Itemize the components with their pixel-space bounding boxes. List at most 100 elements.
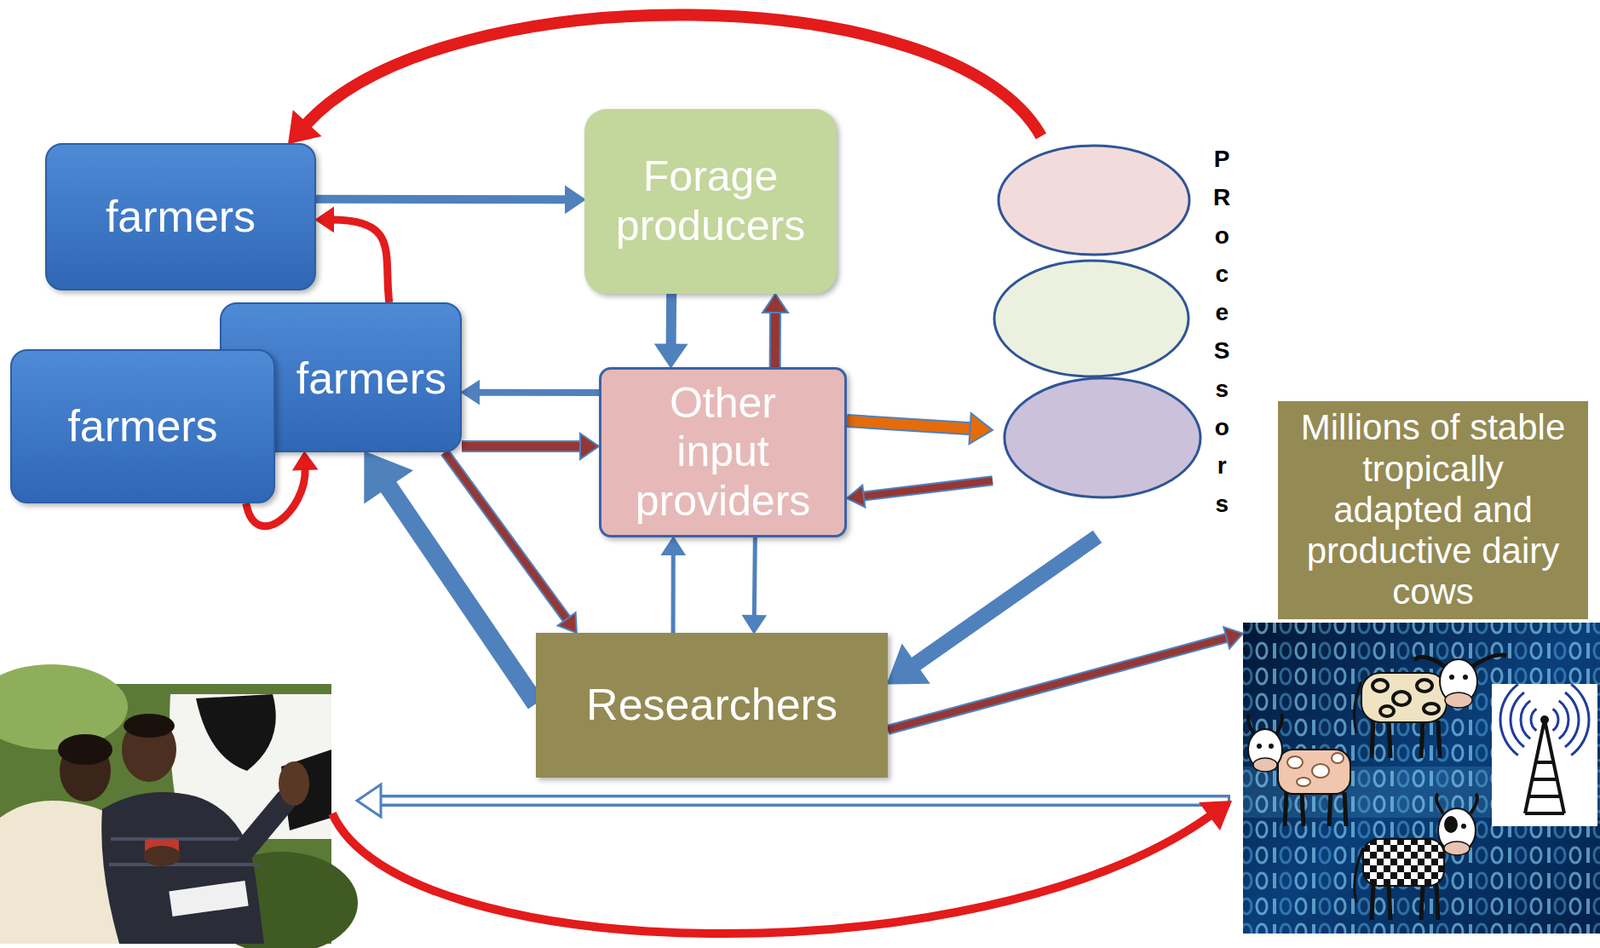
connector: [316, 207, 390, 303]
cow-eye: [1461, 823, 1467, 829]
farmer-box: farmers: [10, 349, 276, 504]
connector-line: [753, 537, 755, 617]
processor-ellipse: [1004, 378, 1201, 498]
cow-muzzle: [1253, 758, 1278, 772]
connector-edge: [846, 420, 972, 429]
cartoon-cow: [1354, 794, 1478, 921]
panel-ground: [1243, 622, 1600, 934]
cow-spot: [1380, 706, 1394, 717]
connector-line: [887, 638, 1228, 731]
input-box: Other input providers: [598, 367, 847, 538]
cow-tail: [1354, 681, 1362, 733]
cow-spot: [1416, 679, 1433, 692]
connector: [461, 433, 599, 460]
foliage: [0, 664, 128, 750]
farmer-box: farmers: [45, 143, 317, 291]
cow-body: [1277, 749, 1351, 795]
node-text: farmers: [296, 353, 447, 405]
processor-ellipse: [994, 260, 1189, 377]
cow-eye: [1256, 743, 1262, 749]
arrow-head: [969, 413, 993, 444]
connector: [846, 413, 993, 444]
cow-eye: [1449, 674, 1455, 680]
connector-edge: [461, 440, 582, 453]
connector: [742, 537, 766, 634]
cartoon-cow: [1248, 713, 1351, 827]
caption-band: Millions of stable tropically adapted an…: [1277, 401, 1589, 620]
connector-line: [915, 536, 1098, 665]
person-arm: [242, 800, 286, 852]
arrow-head: [1198, 800, 1232, 831]
person-hand: [278, 761, 310, 806]
arrow-head: [293, 452, 317, 470]
arrow-head: [656, 344, 687, 368]
arrow-shaft: [379, 794, 1231, 807]
connector-line: [666, 293, 678, 346]
cow-legs: [1371, 720, 1440, 759]
forage-box: Forage producers: [584, 109, 837, 294]
connector: [887, 536, 1098, 685]
connector-line: [387, 485, 536, 704]
antenna-tip: [1540, 715, 1549, 725]
arrow-head: [661, 537, 685, 555]
connector-line: [461, 442, 582, 451]
cow-body: [1361, 673, 1447, 723]
researcher-box: Researchers: [535, 633, 888, 778]
processor-ellipse: [998, 145, 1190, 255]
cow-legs: [1371, 884, 1439, 921]
connector-line: [477, 389, 599, 397]
arrow-head: [580, 433, 599, 460]
cow-eye: [1268, 743, 1274, 749]
digital-cow-panel: [1243, 622, 1600, 934]
node-text: Researchers: [586, 679, 838, 731]
connector-line: [332, 219, 390, 303]
farmer-photo: [0, 664, 358, 948]
arrow-head: [288, 111, 320, 144]
cow-spot: [1372, 679, 1388, 692]
cow-spots: [1287, 753, 1344, 787]
arrow-head: [558, 612, 577, 634]
cow-panel: Millions of stable tropically adapted an…: [1243, 391, 1600, 934]
arrow-head: [565, 186, 585, 213]
person-hair: [57, 734, 113, 766]
person-hand: [143, 846, 181, 867]
cow-spot: [1296, 777, 1311, 787]
node-text: Other input providers: [625, 379, 822, 527]
cow-patch: [1444, 816, 1458, 834]
connector-edge: [863, 480, 993, 497]
node-text: farmers: [105, 191, 256, 243]
connector: [316, 186, 585, 213]
connector: [661, 537, 685, 634]
arrow-curve: [332, 813, 1210, 934]
vertical-label: PRoceSsors: [1212, 139, 1232, 524]
node-text: Forage producers: [598, 152, 824, 251]
connector-line: [771, 311, 780, 368]
person-body: [101, 792, 265, 944]
arrow-head: [461, 381, 479, 404]
node-text: Millions of stable tropically adapted an…: [1298, 407, 1568, 613]
antenna-tower: [1525, 719, 1565, 814]
cow-legs: [1284, 792, 1347, 827]
cartoon-cow: [1354, 655, 1507, 759]
arrow-head: [742, 615, 766, 634]
cow-spot: [1392, 691, 1411, 706]
cow-spot: [1423, 703, 1439, 714]
connector-line: [846, 420, 972, 429]
cow-body: [1363, 839, 1445, 887]
processor-ellipses: [992, 136, 1249, 537]
cow-spot: [1312, 764, 1330, 778]
notebook: [168, 880, 248, 917]
connector-line: [671, 553, 676, 634]
person-hair: [123, 713, 175, 738]
arrow-head: [356, 784, 381, 818]
arrow-head: [846, 485, 865, 508]
cow-spot: [1331, 753, 1344, 764]
arrow-head: [762, 293, 789, 313]
connector: [364, 452, 536, 704]
cow-muzzle: [1444, 841, 1470, 856]
arrow-head: [316, 207, 334, 231]
antenna-box: [1491, 684, 1598, 827]
cow-spots: [1372, 679, 1439, 717]
connector: [762, 293, 789, 368]
